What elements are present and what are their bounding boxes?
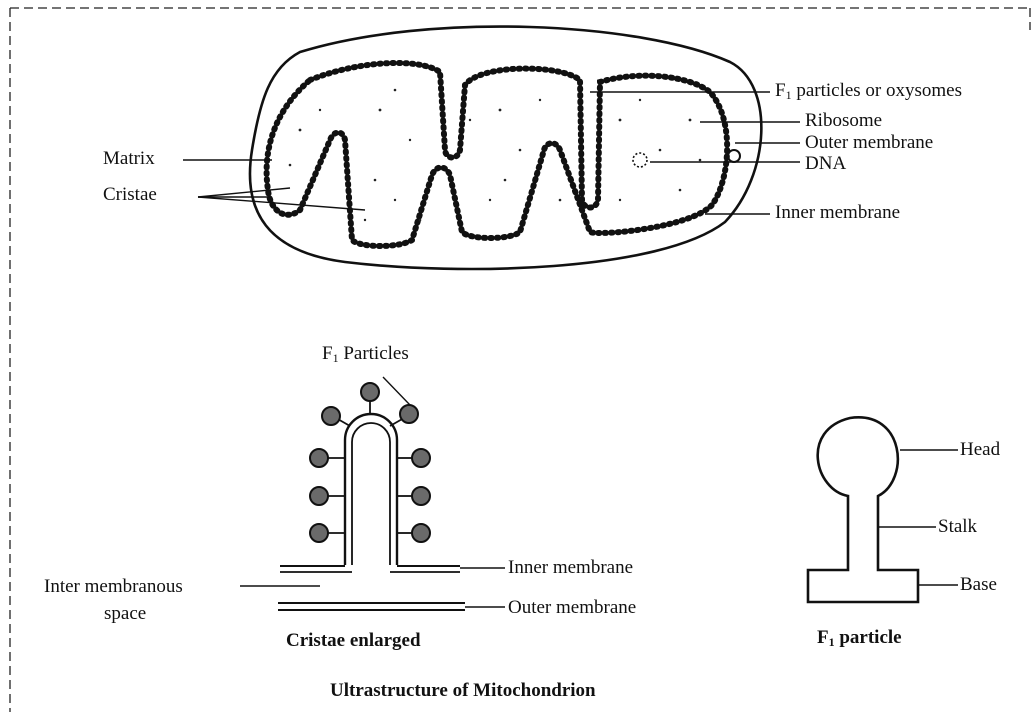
label-ribosome: Ribosome: [805, 110, 882, 132]
f1-head: [412, 524, 430, 542]
figure-caption: Ultrastructure of Mitochondrion: [330, 680, 596, 702]
f1-head: [310, 449, 328, 467]
label-dna: DNA: [805, 153, 846, 175]
mitochondrion-drawing: [250, 27, 761, 269]
label-outer-membrane-bottom: Outer membrane: [508, 597, 636, 619]
label-inter-membranous-1: Inter membranous: [44, 576, 183, 598]
label-f1-particles-oxysomes: F1 particles or oxysomes: [775, 80, 962, 106]
inner-membrane-shape: [267, 63, 728, 246]
label-inner-membrane-top: Inner membrane: [775, 202, 900, 224]
label-head: Head: [960, 439, 1000, 461]
dna-shape: [633, 153, 647, 167]
label-inner-membrane-bottom: Inner membrane: [508, 557, 633, 579]
f1-head: [400, 405, 418, 423]
cristae-enlarged-drawing: [278, 397, 465, 610]
f1-head: [361, 383, 379, 401]
label-outer-membrane-top: Outer membrane: [805, 132, 933, 154]
label-matrix: Matrix: [103, 148, 155, 170]
label-inter-membranous-2: space: [104, 603, 146, 625]
cristae-pointer-lines: [240, 377, 505, 607]
f1-particle-drawing: [808, 417, 918, 602]
f1-head: [412, 449, 430, 467]
mito-pointer-lines: [183, 92, 800, 214]
caption-f1-particle: F1 particle: [817, 627, 902, 650]
label-cristae: Cristae: [103, 184, 157, 206]
f1-head: [310, 524, 328, 542]
caption-cristae-enlarged: Cristae enlarged: [286, 630, 421, 652]
f1-head: [322, 407, 340, 425]
label-stalk: Stalk: [938, 516, 977, 538]
label-f1-particles: F1 Particles: [322, 343, 409, 369]
f1-head: [310, 487, 328, 505]
label-base: Base: [960, 574, 997, 596]
f1-head: [412, 487, 430, 505]
